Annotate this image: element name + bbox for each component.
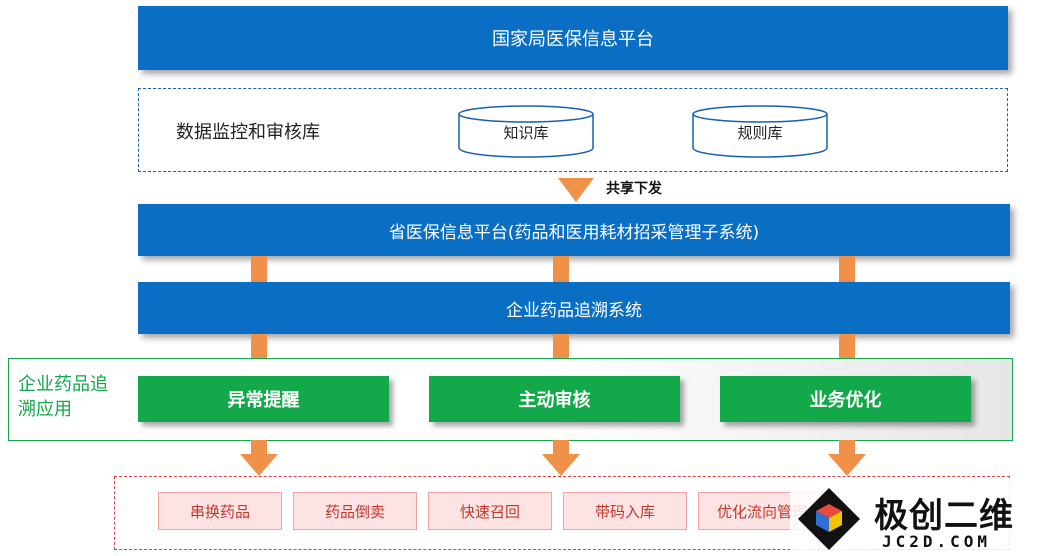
down-arrow-icon xyxy=(542,440,580,476)
active-review-button[interactable]: 主动审核 xyxy=(429,376,680,422)
connector-left-lower xyxy=(251,334,267,360)
active-review-label: 主动审核 xyxy=(518,390,591,411)
connector-middle-lower xyxy=(553,334,569,360)
connector-right-lower xyxy=(839,334,855,360)
output-item-label: 带码入库 xyxy=(594,502,655,521)
output-item: 药品倒卖 xyxy=(293,492,417,530)
connector-left-upper xyxy=(251,256,267,282)
provincial-platform-title: 省医保信息平台(药品和医用耗材招采管理子系统) xyxy=(388,222,760,243)
provincial-platform-bar: 省医保信息平台(药品和医用耗材招采管理子系统) xyxy=(138,204,1010,256)
share-down-arrow-icon xyxy=(558,178,594,202)
output-item: 快速召回 xyxy=(428,492,552,530)
trace-system-bar: 企业药品追溯系统 xyxy=(138,282,1010,334)
business-optimization-label: 业务优化 xyxy=(809,390,882,411)
abnormal-alert-button[interactable]: 异常提醒 xyxy=(138,376,389,422)
business-optimization-button[interactable]: 业务优化 xyxy=(720,376,971,422)
output-item: 带码入库 xyxy=(563,492,687,530)
output-item-label: 串换药品 xyxy=(189,502,250,521)
output-item: 串换药品 xyxy=(158,492,282,530)
database-icon xyxy=(692,105,828,158)
connector-middle-upper xyxy=(553,256,569,282)
abnormal-alert-label: 异常提醒 xyxy=(227,390,300,411)
knowledge-base-label: 知识库 xyxy=(503,124,549,142)
national-platform-bar: 国家局医保信息平台 xyxy=(138,6,1008,70)
connector-right-upper xyxy=(839,256,855,282)
database-icon xyxy=(458,105,594,158)
output-item-label: 快速召回 xyxy=(459,502,520,521)
watermark-brand: 极创二维 xyxy=(874,496,1014,536)
national-platform-title: 国家局医保信息平台 xyxy=(492,29,654,50)
rules-base-cylinder: 规则库 xyxy=(690,104,830,160)
trace-system-title: 企业药品追溯系统 xyxy=(506,300,642,321)
rules-base-label: 规则库 xyxy=(737,124,783,142)
down-arrow-icon xyxy=(828,440,866,476)
share-label: 共享下发 xyxy=(606,181,662,197)
jc2d-logo-icon xyxy=(798,488,860,550)
watermark-site: JC2D.COM xyxy=(882,532,992,551)
down-arrow-icon xyxy=(240,440,278,476)
knowledge-base-cylinder: 知识库 xyxy=(456,104,596,160)
output-item-label: 药品倒卖 xyxy=(324,502,385,521)
monitor-label: 数据监控和审核库 xyxy=(176,122,320,143)
application-label: 企业药品追溯应用 xyxy=(18,374,108,420)
output-item-label: 优化流向管理 xyxy=(717,502,808,521)
monitor-panel xyxy=(138,88,1008,172)
